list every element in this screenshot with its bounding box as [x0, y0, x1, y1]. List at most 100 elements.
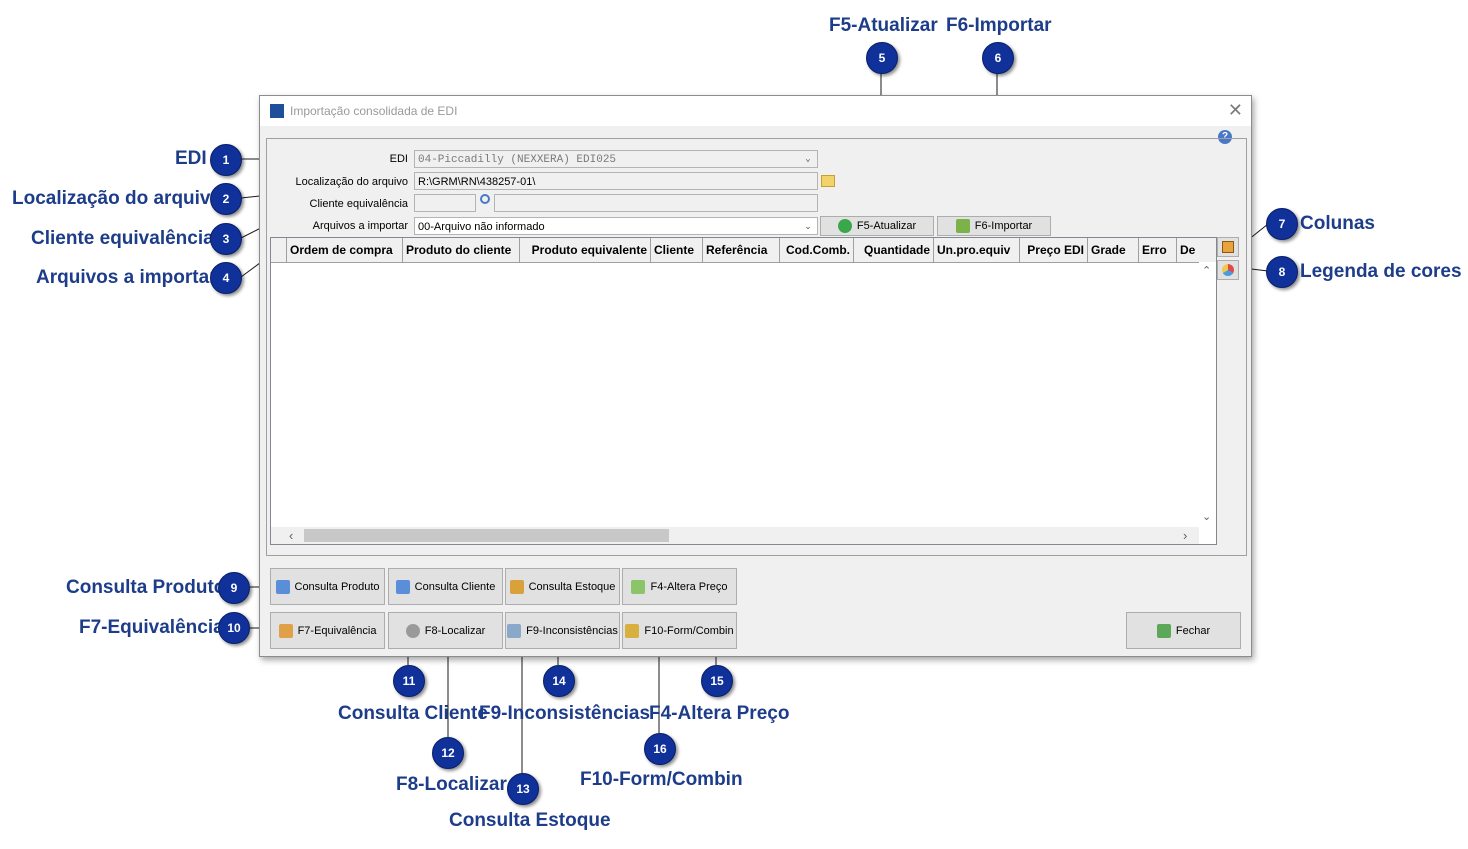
column-header[interactable]: Referência — [703, 238, 780, 262]
client-code-field[interactable] — [414, 194, 476, 212]
callout-label-localizar: F8-Localizar — [396, 774, 507, 795]
callout-badge-15: 15 — [701, 665, 733, 697]
scroll-up-icon[interactable]: ⌃ — [1202, 265, 1212, 277]
callout-badge-10: 10 — [218, 612, 250, 644]
callout-label-f6: F6-Importar — [946, 15, 1052, 36]
callout-badge-1: 1 — [210, 144, 242, 176]
column-header[interactable]: Un.pro.equiv — [934, 238, 1020, 262]
grid-header: Ordem de compra Produto do cliente Produ… — [271, 238, 1216, 263]
inconsistencias-label: F9-Inconsistências — [526, 624, 618, 637]
callout-label-consulta-estoque: Consulta Estoque — [449, 810, 611, 831]
columns-icon — [1222, 241, 1234, 253]
consulta-cliente-button[interactable]: Consulta Cliente — [388, 568, 503, 605]
form-combin-label: F10-Form/Combin — [644, 624, 734, 637]
horizontal-scroll-thumb[interactable] — [304, 529, 669, 542]
inconsistencies-icon — [507, 623, 522, 638]
localizar-button[interactable]: F8-Localizar — [388, 612, 503, 649]
inconsistencias-button[interactable]: F9-Inconsistências — [505, 612, 620, 649]
callout-badge-4: 4 — [210, 262, 242, 294]
callout-badge-14: 14 — [543, 665, 575, 697]
files-value: 00-Arquivo não informado — [418, 221, 545, 233]
callout-label-consulta-produto: Consulta Produto — [66, 577, 226, 598]
column-header[interactable]: Ordem de compra — [287, 238, 403, 262]
search-icon[interactable] — [480, 194, 490, 204]
client-name-field — [494, 194, 818, 212]
callout-badge-7: 7 — [1266, 208, 1298, 240]
location-label: Localização do arquivo — [295, 176, 408, 188]
consulta-produto-label: Consulta Produto — [294, 580, 380, 593]
row-indicator-header — [271, 238, 287, 262]
column-header[interactable]: Produto do cliente — [403, 238, 520, 262]
column-header[interactable]: Grade — [1088, 238, 1139, 262]
localizar-label: F8-Localizar — [424, 624, 486, 637]
callout-label-f5: F5-Atualizar — [829, 15, 938, 36]
form-combin-icon — [625, 623, 640, 638]
callout-badge-12: 12 — [432, 737, 464, 769]
callout-badge-3: 3 — [210, 223, 242, 255]
files-label: Arquivos a importar — [312, 220, 408, 232]
altera-preco-button[interactable]: F4-Altera Preço — [622, 568, 737, 605]
callout-badge-9: 9 — [218, 572, 250, 604]
callout-badge-6: 6 — [982, 42, 1014, 74]
color-legend-button[interactable] — [1217, 260, 1239, 280]
consulta-produto-button[interactable]: Consulta Produto — [270, 568, 385, 605]
callout-label-cliente-equivalencia: Cliente equivalência — [31, 228, 214, 249]
column-header[interactable]: Erro — [1139, 238, 1177, 262]
callout-label-consulta-cliente: Consulta Cliente — [338, 703, 488, 724]
column-header[interactable]: Cliente — [651, 238, 703, 262]
equivalencia-button[interactable]: F7-Equivalência — [270, 612, 385, 649]
callout-label-edi: EDI — [175, 148, 207, 169]
main-group-box — [266, 138, 1247, 556]
callout-label-inconsistencias: F9-Inconsistências — [479, 703, 651, 724]
fechar-label: Fechar — [1175, 624, 1211, 637]
binoculars-icon — [405, 623, 420, 638]
client-label: Cliente equivalência — [309, 198, 408, 210]
window-title: Importação consolidada de EDI — [290, 104, 458, 118]
refresh-button[interactable]: F5-Atualizar — [820, 216, 934, 236]
callout-badge-11: 11 — [393, 665, 425, 697]
callout-label-localizacao: Localização do arquivo — [12, 188, 223, 209]
import-button-label: F6-Importar — [974, 220, 1033, 232]
column-header[interactable]: Produto equivalente — [520, 238, 651, 262]
refresh-button-label: F5-Atualizar — [856, 220, 917, 232]
close-icon[interactable]: ✕ — [1227, 100, 1243, 120]
consulta-estoque-label: Consulta Estoque — [528, 580, 616, 593]
consulta-cliente-label: Consulta Cliente — [414, 580, 496, 593]
horizontal-scrollbar[interactable]: ‹ › — [271, 527, 1199, 544]
import-button[interactable]: F6-Importar — [937, 216, 1051, 236]
scroll-right-icon[interactable]: › — [1183, 528, 1188, 543]
import-icon — [955, 219, 970, 233]
help-icon[interactable]: ? — [1218, 130, 1232, 144]
callout-badge-8: 8 — [1266, 256, 1298, 288]
callout-badge-5: 5 — [866, 42, 898, 74]
edi-label: EDI — [389, 153, 408, 165]
location-field[interactable]: R:\GRM\RN\438257-01\ — [414, 172, 818, 190]
column-header[interactable]: Preço EDI — [1020, 238, 1088, 262]
callout-label-equivalencia: F7-Equivalência — [79, 617, 224, 638]
columns-button[interactable] — [1217, 237, 1239, 257]
vertical-scrollbar[interactable]: ⌃ ⌄ — [1199, 262, 1216, 527]
scroll-left-icon[interactable]: ‹ — [289, 528, 294, 543]
equivalence-icon — [278, 623, 293, 638]
files-select[interactable]: 00-Arquivo não informado ⌄ — [414, 217, 818, 235]
callout-label-legenda: Legenda de cores — [1300, 261, 1462, 282]
box-icon — [509, 579, 524, 594]
consulta-estoque-button[interactable]: Consulta Estoque — [505, 568, 620, 605]
form-combin-button[interactable]: F10-Form/Combin — [622, 612, 737, 649]
edi-select[interactable]: 04-Piccadilly (NEXXERA) EDI025 ⌄ — [414, 150, 818, 168]
exit-door-icon — [1156, 623, 1171, 638]
folder-icon[interactable] — [821, 175, 835, 187]
magnifier-icon — [395, 579, 410, 594]
data-grid[interactable]: Ordem de compra Produto do cliente Produ… — [270, 237, 1217, 545]
app-icon — [270, 104, 284, 118]
callout-badge-16: 16 — [644, 733, 676, 765]
column-header[interactable]: Cod.Comb. — [780, 238, 854, 262]
scroll-down-icon[interactable]: ⌄ — [1202, 511, 1212, 523]
price-icon — [631, 579, 646, 594]
column-header[interactable]: Quantidade — [854, 238, 934, 262]
fechar-button[interactable]: Fechar — [1126, 612, 1241, 649]
column-header[interactable]: De — [1180, 243, 1196, 257]
equivalencia-label: F7-Equivalência — [297, 624, 377, 637]
callout-label-colunas: Colunas — [1300, 213, 1375, 234]
altera-preco-label: F4-Altera Preço — [650, 580, 728, 593]
